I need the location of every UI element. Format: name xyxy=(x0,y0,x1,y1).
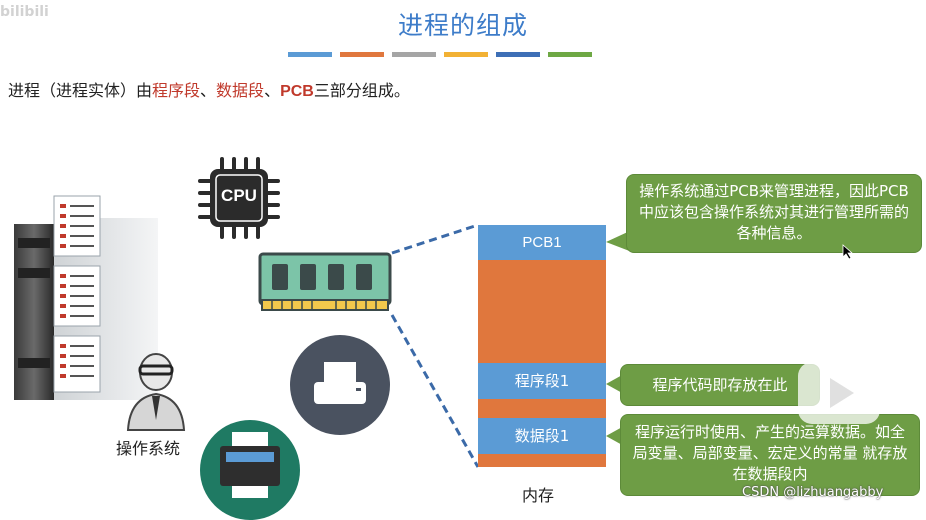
intro-sep: 、 xyxy=(200,81,217,100)
person-icon xyxy=(126,353,186,431)
intro-prefix: 进程（进程实体）由 xyxy=(8,81,153,100)
memory-label: 内存 xyxy=(522,486,555,505)
memory-pcb-segment: PCB1 xyxy=(478,225,606,260)
title-color-stripes xyxy=(288,52,592,57)
bilibili-watermark: bilibili xyxy=(0,4,49,20)
ram-icon xyxy=(258,252,392,311)
callout-pcb-tail xyxy=(606,230,632,252)
intro-program-segment: 程序段 xyxy=(152,81,201,100)
play-overlay-icon[interactable] xyxy=(796,350,882,426)
callout-data-tail xyxy=(606,426,624,446)
csdn-watermark: CSDN @lizhuangabby xyxy=(742,485,884,500)
callout-data: 程序运行时使用、产生的运算数据。如全局变量、局部变量、宏定义的常量 就存放在数据… xyxy=(620,414,920,496)
cpu-icon xyxy=(198,157,280,239)
title-stripe-6 xyxy=(548,52,592,57)
printer-icon xyxy=(314,362,366,404)
callout-pcb: 操作系统通过PCB来管理进程，因此PCB中应该包含操作系统对其进行管理所需的各种… xyxy=(626,174,922,253)
memory-data-segment: 数据段1 xyxy=(478,418,606,454)
slide-title: 进程的组成 xyxy=(397,11,528,40)
title-stripe-2 xyxy=(340,52,384,57)
cpu-label: CPU xyxy=(221,186,257,205)
document-stack-icon xyxy=(53,195,101,393)
title-stripe-5 xyxy=(496,52,540,57)
title-stripe-4 xyxy=(444,52,488,57)
scanner-printer-icon xyxy=(220,432,280,498)
os-label: 操作系统 xyxy=(116,439,181,458)
title-stripe-3 xyxy=(392,52,436,57)
intro-pcb: PCB xyxy=(280,83,314,100)
callout-program-tail xyxy=(606,374,624,394)
callout-program: 程序代码即存放在此 xyxy=(620,364,820,406)
memory-program-segment: 程序段1 xyxy=(478,363,606,399)
intro-data-segment: 数据段 xyxy=(216,81,265,100)
memory-block: PCB1 程序段1 数据段1 xyxy=(478,225,606,467)
mouse-cursor-icon xyxy=(842,244,854,260)
intro-sentence: 进程（进程实体）由程序段、数据段、PCB三部分组成。 xyxy=(8,77,410,101)
intro-suffix: 三部分组成。 xyxy=(313,81,410,100)
intro-sep: 、 xyxy=(264,81,281,100)
title-stripe-1 xyxy=(288,52,332,57)
